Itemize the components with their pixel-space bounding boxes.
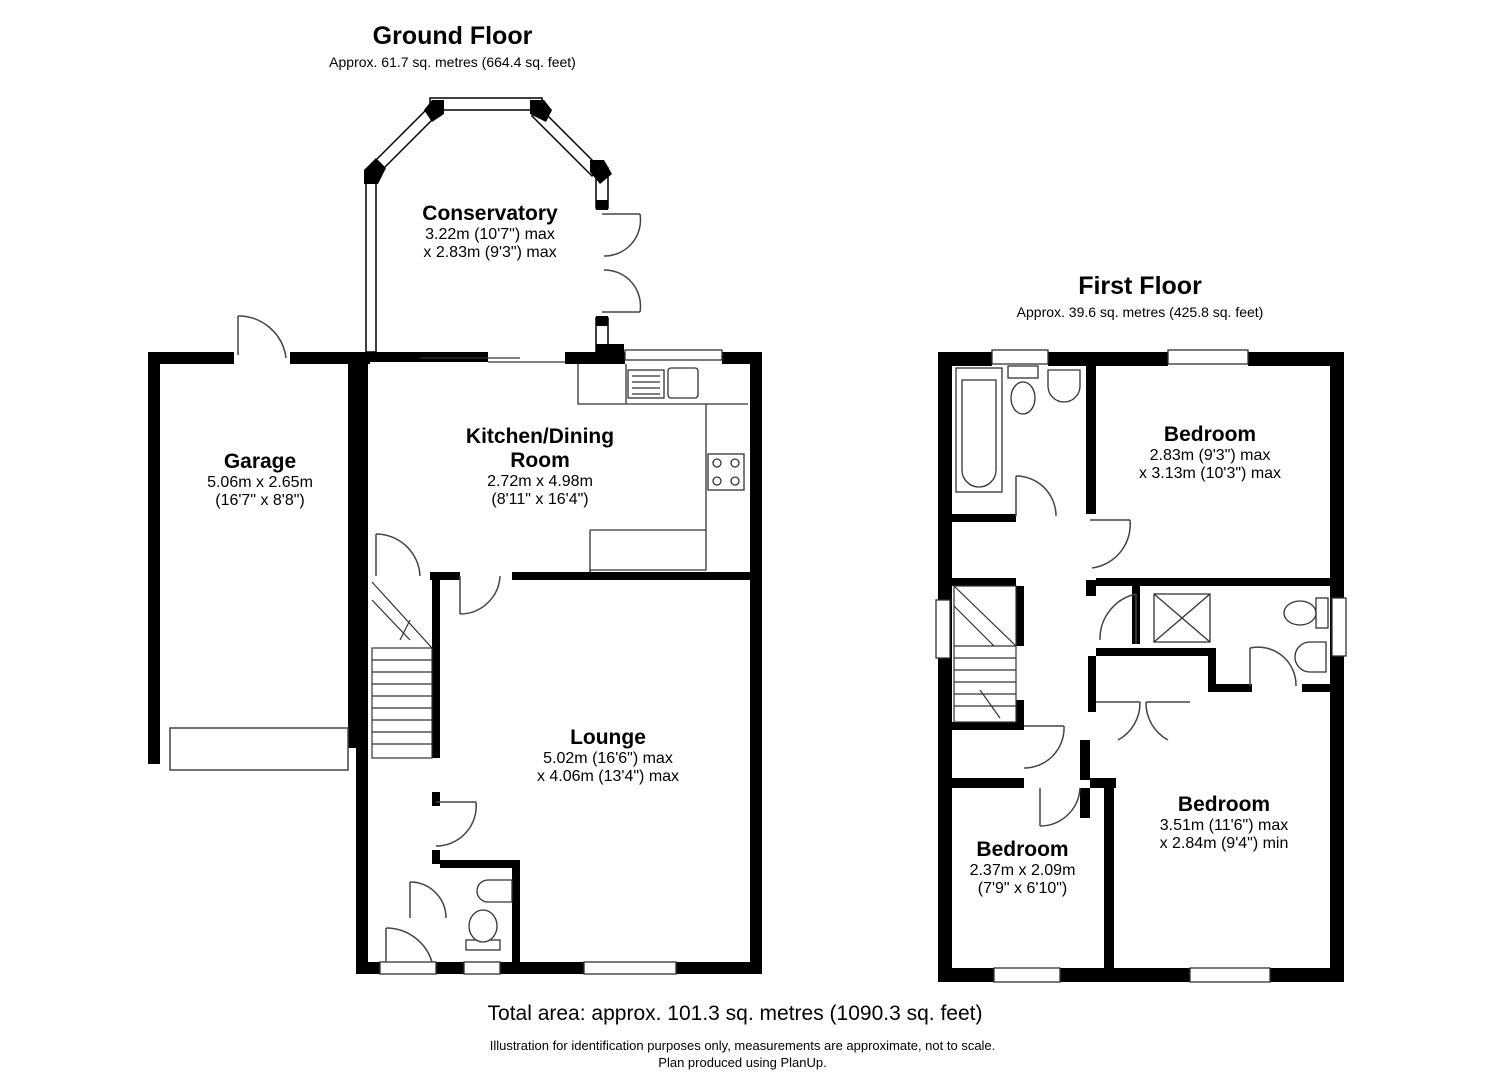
ground-wc-fixtures	[465, 879, 513, 951]
room-name: Bedroom	[1177, 793, 1271, 816]
garage-side-door	[237, 315, 287, 359]
room-label-kitchen-dining: Kitchen/Dining Room 2.72m x 4.98m (8'11"…	[440, 425, 640, 509]
room-label-bedroom-small: Bedroom 2.37m x 2.09m (7'9" x 6'10")	[940, 838, 1105, 898]
disclaimer-line-1: Illustration for identification purposes…	[489, 1038, 996, 1053]
first-floor-area: Approx. 39.6 sq. metres (425.8 sq. feet)	[1016, 304, 1264, 320]
room-label-lounge: Lounge 5.02m (16'6") max x 4.06m (13'4")…	[508, 726, 708, 786]
ensuite-fixtures	[1153, 593, 1329, 673]
room-name: Bedroom	[1163, 423, 1257, 446]
room-name: Garage	[223, 450, 297, 473]
room-dimension: 2.37m x 2.09m	[969, 862, 1076, 879]
first-stairs	[953, 585, 1017, 723]
room-dimension: x 2.84m (9'4") min	[1159, 835, 1289, 852]
garage-walls	[148, 352, 370, 764]
room-dimension: 5.06m x 2.65m	[207, 474, 313, 491]
first-windows	[935, 349, 1347, 983]
room-dimension: 2.83m (9'3") max	[1149, 447, 1271, 464]
room-label-bedroom-front-large: Bedroom 3.51m (11'6") max x 2.84m (9'4")…	[1124, 793, 1324, 853]
house-walls-ground	[356, 352, 762, 974]
room-dimension: 2.72m x 4.98m	[487, 473, 593, 490]
room-label-garage: Garage 5.06m x 2.65m (16'7" x 8'8")	[170, 450, 350, 510]
room-dimension: (7'9" x 6'10")	[977, 880, 1068, 897]
room-dimension: 3.51m (11'6") max	[1159, 817, 1289, 834]
room-dimension: 3.22m (10'7") max	[425, 226, 555, 243]
ground-internal-doors	[375, 533, 501, 963]
room-name: Conservatory	[422, 202, 558, 225]
room-dimension: x 4.06m (13'4") max	[536, 768, 680, 785]
room-label-bedroom-rear: Bedroom 2.83m (9'3") max x 3.13m (10'3")…	[1110, 423, 1310, 483]
room-dimension: x 3.13m (10'3") max	[1138, 465, 1282, 482]
ground-stairs	[371, 581, 433, 759]
conservatory-corner-posts	[364, 100, 624, 356]
first-floor-title: First Floor	[1078, 272, 1202, 300]
room-name: Bedroom	[976, 838, 1069, 861]
room-name-line2: Room	[510, 449, 570, 472]
conservatory-frame	[365, 97, 609, 353]
first-internal-doors	[1015, 475, 1297, 827]
room-dimension: x 2.83m (9'3") max	[423, 244, 557, 261]
total-area: Total area: approx. 101.3 sq. metres (10…	[487, 1002, 983, 1025]
conservatory-french-doors	[602, 213, 642, 313]
ground-floor-plan	[148, 97, 762, 975]
kitchen-units	[577, 364, 748, 572]
room-dimension: (16'7" x 8'8")	[215, 492, 305, 509]
bathroom-fixtures	[955, 365, 1081, 493]
room-dimension: (8'11" x 16'4")	[491, 491, 589, 508]
ground-floor-area: Approx. 61.7 sq. metres (664.4 sq. feet)	[329, 54, 576, 70]
garage-up-and-over-door	[169, 727, 349, 771]
disclaimer-line-2: Plan produced using PlanUp.	[658, 1055, 827, 1070]
room-label-conservatory: Conservatory 3.22m (10'7") max x 2.83m (…	[400, 202, 580, 262]
first-floor-plan	[935, 349, 1347, 983]
ground-windows	[379, 349, 723, 975]
room-dimension: 5.02m (16'6") max	[543, 750, 673, 767]
ground-floor-title: Ground Floor	[372, 22, 533, 50]
room-name: Lounge	[570, 726, 646, 749]
room-name: Kitchen/Dining	[465, 425, 615, 448]
